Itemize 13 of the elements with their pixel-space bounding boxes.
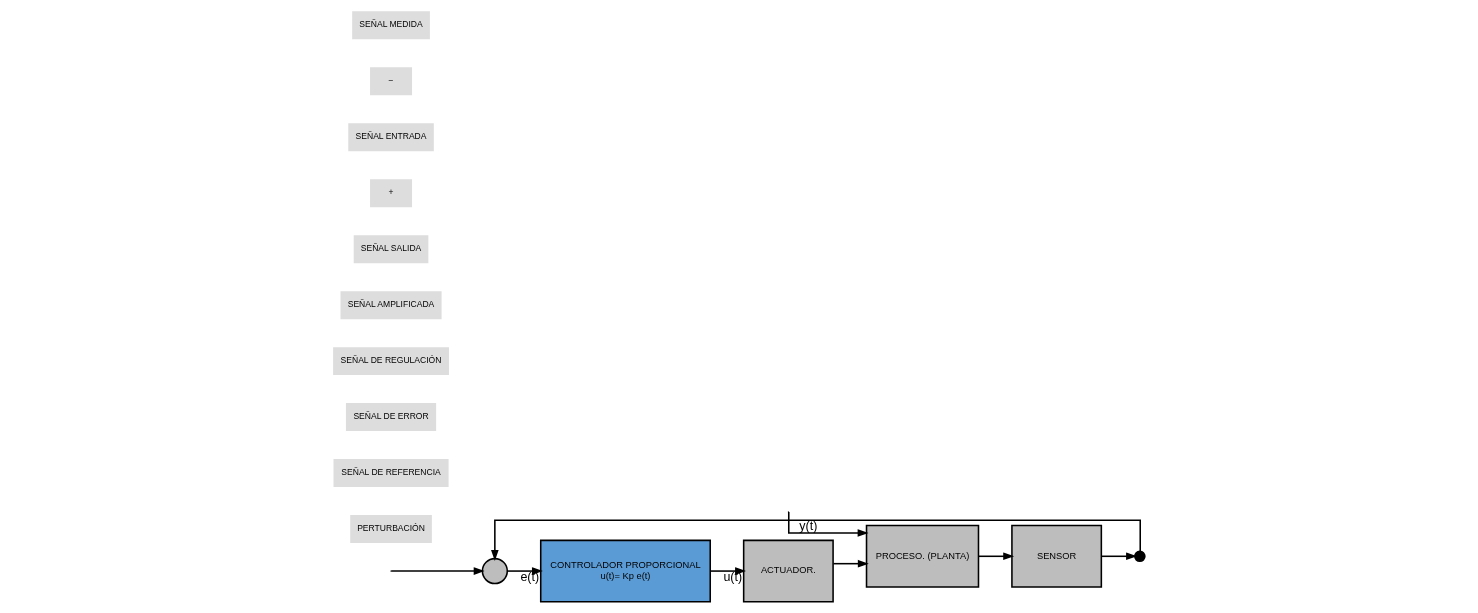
label: + bbox=[388, 187, 394, 198]
label: SEÑAL DE ERROR bbox=[353, 411, 429, 422]
label: − bbox=[388, 75, 394, 86]
label: SEÑAL AMPLIFICADA bbox=[347, 299, 435, 310]
label: SEÑAL SALIDA bbox=[360, 243, 422, 254]
edge-label: e(t) bbox=[520, 570, 540, 585]
label: SEÑAL ENTRADA bbox=[355, 131, 427, 142]
edge-label: u(t) bbox=[723, 570, 743, 585]
label: SEÑAL MEDIDA bbox=[359, 19, 423, 30]
label: SEÑAL DE REFERENCIA bbox=[341, 467, 441, 478]
label: PERTURBACIÓN bbox=[357, 523, 425, 534]
edge-label: y(t) bbox=[799, 519, 818, 534]
label: SEÑAL DE REGULACIÓN bbox=[340, 355, 442, 366]
